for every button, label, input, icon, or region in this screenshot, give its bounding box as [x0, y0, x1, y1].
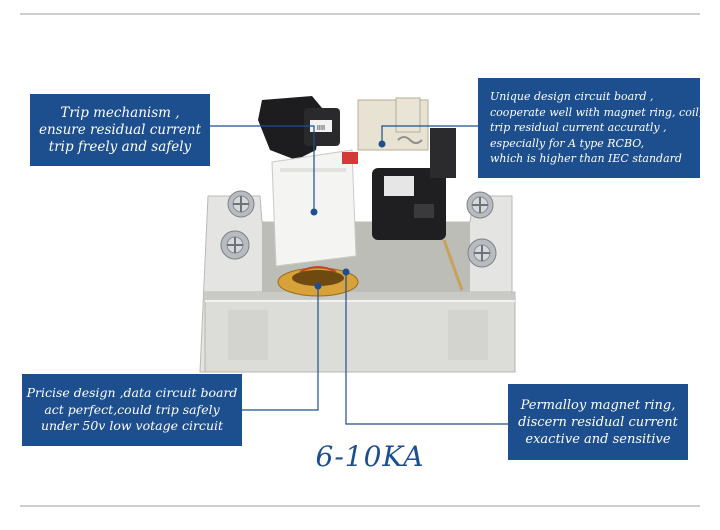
callout-trip-mechanism: Trip mechanism , ensure residual current…	[30, 94, 210, 166]
terminal-screw-top-left	[227, 190, 255, 218]
terminal-screw-mid-right	[467, 238, 497, 268]
callout-line: Unique design circuit board ,	[490, 90, 654, 104]
callout-line: act perfect,could trip safely	[44, 401, 220, 417]
callout-data-circuit-board: Pricise design ,data circuit board act p…	[22, 374, 242, 446]
callout-line: especially for A type RCBO,	[490, 136, 645, 150]
bottom-divider	[20, 505, 700, 507]
top-divider	[20, 13, 700, 15]
callout-line: trip residual current accuratly ,	[490, 121, 667, 135]
callout-line: discern residual current	[518, 414, 678, 430]
callout-line: under 50v low votage circuit	[40, 418, 224, 434]
breaking-capacity-label: 6-10KA	[315, 440, 425, 473]
coil-marking: IIII	[317, 124, 325, 132]
callout-line: Pricise design ,data circuit board	[26, 385, 238, 401]
permalloy-magnet-ring	[277, 266, 359, 297]
trip-mechanism-block	[271, 149, 358, 267]
terminal-screw-mid-left	[220, 230, 250, 260]
leader-dot-trip-mechanism	[310, 208, 318, 216]
leader-dot-data-board	[314, 282, 322, 290]
callout-magnet-ring: Permalloy magnet ring, discern residual …	[508, 384, 688, 460]
circuit-board-assembly	[357, 97, 464, 291]
callout-line: trip freely and safely	[48, 138, 192, 155]
leader-dot-circuit-board	[378, 140, 386, 148]
callout-line: Permalloy magnet ring,	[520, 397, 676, 413]
callout-circuit-board: Unique design circuit board , cooperate …	[478, 78, 703, 178]
leader-line-data-board	[242, 286, 319, 411]
terminal-screw-top-right	[466, 191, 494, 219]
leader-line-circuit-board	[381, 125, 478, 144]
trip-lever	[258, 96, 340, 160]
callout-line: exactive and sensitive	[525, 431, 671, 447]
leader-dot-magnet-ring	[342, 268, 350, 276]
callout-line: cooperate well with magnet ring, coil,	[490, 105, 703, 119]
leader-line-magnet-ring	[345, 272, 508, 425]
callout-line: which is higher than IEC standard	[490, 152, 682, 166]
callout-line: ensure residual current	[39, 121, 201, 138]
leader-line-trip-mechanism	[210, 125, 315, 212]
callout-line: Trip mechanism ,	[60, 104, 180, 121]
